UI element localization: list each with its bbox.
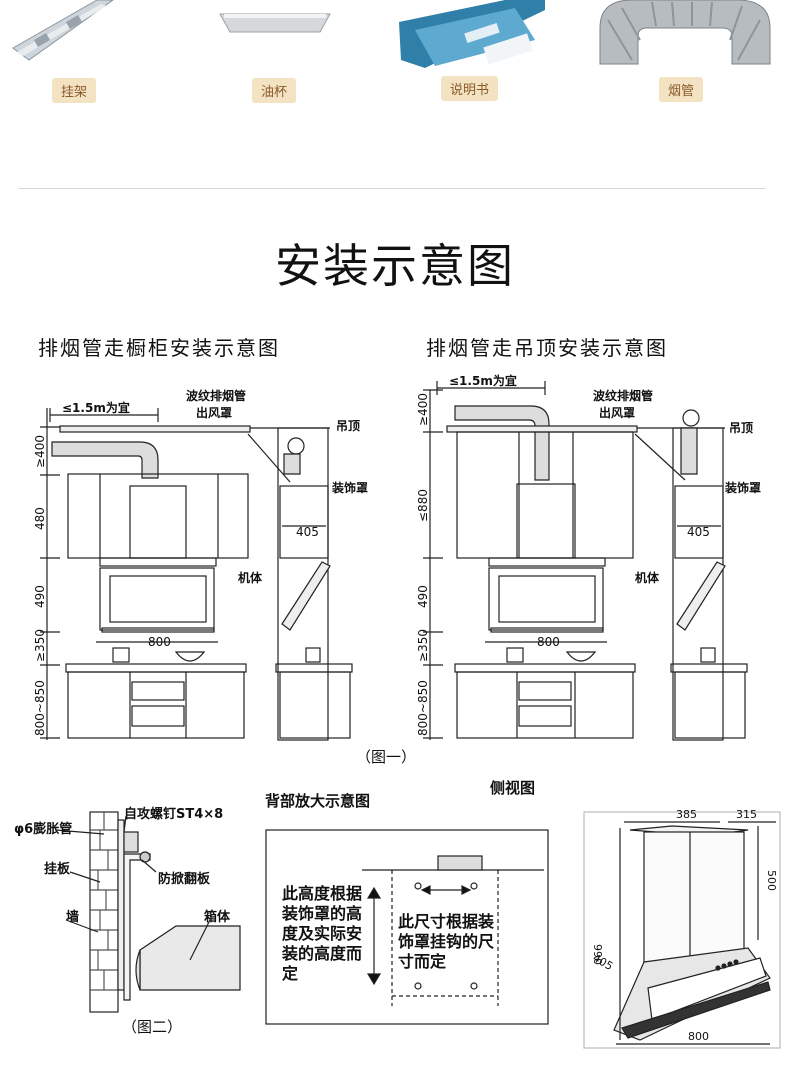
side-width-side-dim: 315 — [736, 808, 757, 821]
back-view-title: 背部放大示意图 — [265, 792, 371, 810]
figure-2-caption: （图二） — [122, 1018, 183, 1036]
ceiling-top-dim: ≥400 — [416, 393, 430, 426]
side-width-top-dim: 385 — [676, 808, 697, 821]
back-view-note-width: 此尺寸根据装饰罩挂钩的尺寸而定 — [398, 912, 495, 971]
accessory-label-bracket: 挂架 — [52, 78, 97, 103]
cabinet-hood-dim: 490 — [33, 585, 47, 608]
accessory-pipe — [592, 0, 777, 68]
exhaust-pipe-icon — [599, 0, 771, 65]
bracket-rail-icon — [12, 0, 114, 61]
side-view-diagram: 385 315 500 990 405 800 — [583, 808, 781, 1049]
back-view-diagram — [265, 829, 549, 1025]
ceiling-cover-label: 装饰罩 — [724, 480, 761, 495]
section-divider — [18, 188, 766, 189]
ceiling-diagram-title: 排烟管走吊顶安装示意图 — [426, 336, 668, 360]
cabinet-gap-dim: ≥350 — [33, 629, 47, 662]
cabinet-body-label: 机体 — [238, 570, 263, 585]
cabinet-diagram-title: 排烟管走橱柜安装示意图 — [38, 336, 280, 360]
cabinet-counter-dim: 800~850 — [33, 680, 47, 736]
cabinet-top-dim: ≥400 — [33, 435, 47, 468]
wall-label: 墙 — [66, 910, 80, 925]
ceiling-hood-dim: 490 — [416, 585, 430, 608]
side-total-height-dim: 990 — [591, 944, 604, 965]
plate-label: 挂板 — [44, 862, 71, 877]
side-depth-dim: 405 — [591, 951, 616, 973]
accessory-label-pipe: 烟管 — [659, 77, 704, 102]
anchor-label: φ6膨胀管 — [14, 822, 73, 837]
side-view-title: 侧视图 — [490, 779, 536, 797]
side-height-cover-dim: 500 — [765, 870, 778, 891]
cabinet-pipe-label: 波纹排烟管 — [186, 388, 246, 403]
cabinet-installation-diagram: ≤1.5m为宜 波纹排烟管 出风罩 吊顶 装饰罩 405 机体 800 ≥400… — [33, 388, 368, 741]
flip-plate-label: 防掀翻板 — [158, 872, 211, 887]
ceiling-pipe-length-label: ≤1.5m为宜 — [449, 373, 517, 388]
cabinet-cover-label: 装饰罩 — [331, 480, 368, 495]
side-width-bottom-dim: 800 — [688, 1030, 709, 1043]
accessory-label-oil-cup: 油杯 — [252, 78, 297, 103]
manual-booklet-icon — [399, 0, 545, 68]
box-label: 箱体 — [204, 910, 231, 925]
accessory-label-manual: 说明书 — [441, 76, 499, 101]
screw-label: 自攻螺钉ST4×8 — [124, 807, 224, 822]
accessory-bracket — [5, 0, 115, 70]
ceiling-body-label: 机体 — [635, 570, 660, 585]
cabinet-ceiling-label: 吊顶 — [336, 419, 360, 433]
cabinet-width-dim: 800 — [148, 635, 171, 649]
ceiling-cabinet-dim: ≤880 — [416, 489, 430, 522]
ceiling-outlet-label: 出风罩 — [599, 405, 635, 420]
accessory-oil-cup — [210, 8, 340, 38]
cabinet-pipe-length-label: ≤1.5m为宜 — [62, 400, 130, 415]
cabinet-side-dim: 405 — [296, 525, 319, 539]
wall-bracket-detail — [55, 811, 241, 1013]
ceiling-pipe-label: 波纹排烟管 — [593, 388, 653, 403]
cabinet-cabinet-dim: 480 — [33, 507, 47, 530]
accessory-manual — [395, 0, 555, 70]
ceiling-counter-dim: 800~850 — [416, 680, 430, 736]
ceiling-gap-dim: ≥350 — [416, 629, 430, 662]
ceiling-installation-diagram: ≤1.5m为宜 波纹排烟管 出风罩 吊顶 装饰罩 405 机体 800 ≥400… — [416, 373, 761, 741]
ceiling-side-dim: 405 — [687, 525, 710, 539]
back-view-note-height: 此高度根据装饰罩的高度及实际安装的高度而定 — [282, 884, 363, 983]
ceiling-width-dim: 800 — [537, 635, 560, 649]
cabinet-outlet-label: 出风罩 — [196, 405, 232, 420]
ceiling-ceiling-label: 吊顶 — [729, 421, 753, 435]
figure-1-caption: （图一） — [356, 748, 417, 766]
page-title: 安装示意图 — [275, 239, 515, 293]
oil-cup-icon — [219, 13, 331, 33]
